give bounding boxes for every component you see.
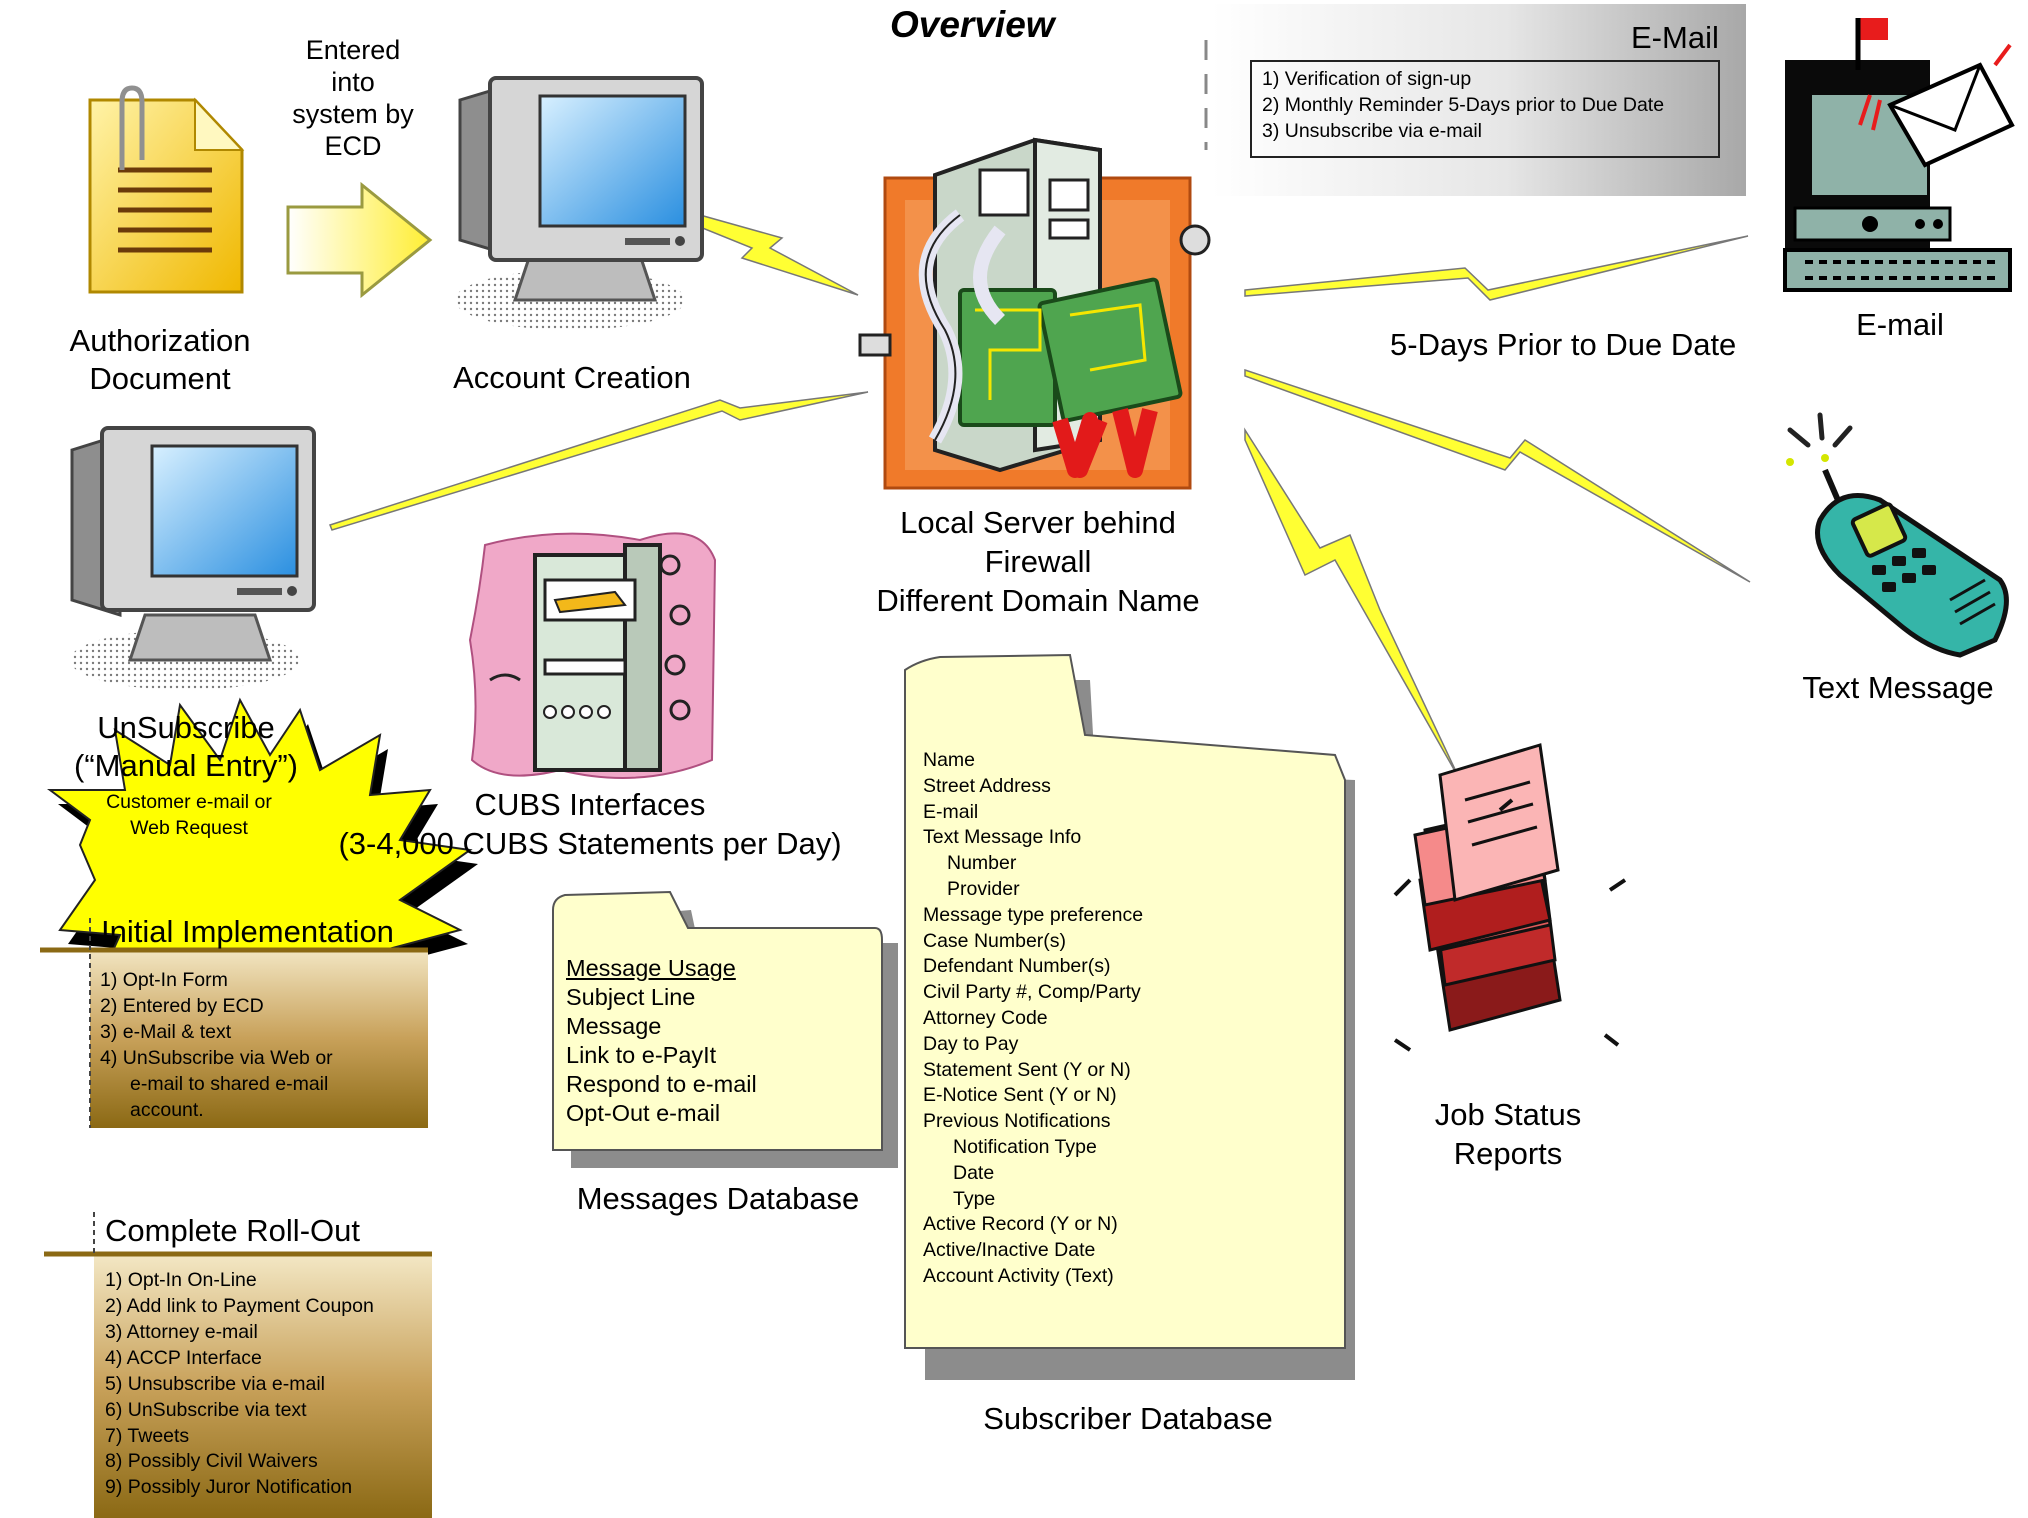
job-status-label: Job Status Reports — [1434, 1097, 1582, 1171]
list-item: E-mail — [923, 800, 979, 823]
monitor-icon-unsubscribe — [70, 426, 316, 690]
server-label: Local Server behind Firewall Different D… — [876, 505, 1200, 618]
email-label: E-mail — [1856, 307, 1944, 342]
entered-label: Entered into system by ECD — [292, 35, 414, 161]
list-item: E-Notice Sent (Y or N) — [923, 1084, 1117, 1107]
email-box-title: E-Mail — [1631, 20, 1719, 55]
list-item: Street Address — [923, 774, 1051, 797]
unsubscribe-label: UnSubscribe (“Manual Entry”) — [74, 710, 298, 783]
arrow-icon — [286, 181, 433, 299]
list-item: 8) Possibly Civil Waivers — [105, 1450, 318, 1473]
monitor-icon-account — [455, 76, 704, 330]
list-item: Previous Notifications — [923, 1110, 1111, 1133]
list-item: Active/Inactive Date — [923, 1239, 1096, 1262]
email-item: 2) Monthly Reminder 5-Days prior to Due … — [1262, 93, 1665, 116]
list-item: Subject Line — [566, 984, 696, 1010]
list-item: Statement Sent (Y or N) — [923, 1058, 1131, 1081]
folder-icon-subscriber — [904, 653, 1355, 1380]
list-item: 1) Opt-In Form — [100, 969, 228, 991]
list-item: 4) ACCP Interface — [105, 1346, 262, 1369]
list-item: Provider — [947, 877, 1020, 900]
list-item: Civil Party #, Comp/Party — [923, 981, 1141, 1004]
page-title: Overview — [890, 4, 1055, 45]
initial-implementation-title: Initial Implementation — [101, 914, 394, 949]
server-icon — [858, 137, 1211, 490]
list-item: Type — [953, 1187, 996, 1210]
rollout-panel — [94, 1255, 432, 1518]
messages-database-label: Messages Database — [576, 1181, 860, 1216]
email-box-list: 1) Verification of sign-up 2) Monthly Re… — [1250, 60, 1720, 158]
list-item: Opt-Out e-mail — [566, 1100, 721, 1126]
folder-icon-messages — [552, 890, 898, 1168]
unsubscribe-sublabel: Customer e-mail or Web Request — [106, 791, 272, 839]
email-box-background — [1212, 4, 1746, 196]
list-item: 4) UnSubscribe via Web or — [100, 1046, 333, 1069]
list-item: Message type preference — [923, 903, 1144, 926]
list-item: Notification Type — [953, 1135, 1097, 1158]
list-item: Date — [953, 1161, 995, 1184]
list-item: Number — [947, 852, 1017, 875]
five-days-label: 5-Days Prior to Due Date — [1390, 327, 1737, 362]
cubs-label: CUBS Interfaces (3-4,000 CUBS Statements… — [338, 787, 842, 861]
initial-implementation-panel — [90, 948, 428, 1128]
list-item: Name — [923, 749, 976, 771]
email-computer-icon — [1783, 18, 2015, 292]
reports-icon — [1393, 743, 1627, 1052]
list-item: Case Number(s) — [923, 929, 1067, 952]
account-creation-label: Account Creation — [453, 360, 691, 395]
list-item: Day to Pay — [923, 1032, 1019, 1055]
authorization-label: Authorization Document — [69, 323, 251, 396]
list-item: Account Activity (Text) — [923, 1264, 1114, 1287]
document-icon — [88, 85, 245, 294]
list-item: 1) Opt-In On-Line — [105, 1269, 257, 1291]
list-item: 7) Tweets — [105, 1424, 190, 1447]
subscriber-database-label: Subscriber Database — [983, 1401, 1273, 1436]
initial-implementation-list: 1) Opt-In Form 2) Entered by ECD 3) e-Ma… — [100, 968, 333, 1124]
rollout-title: Complete Roll-Out — [105, 1213, 360, 1248]
subscriber-folder-content: Name Street Address E-mail Text Message … — [923, 748, 1143, 1290]
cell-phone-icon — [1786, 412, 2009, 658]
list-item: 2) Entered by ECD — [100, 994, 264, 1017]
list-item: Defendant Number(s) — [923, 955, 1111, 978]
list-item: 2) Add link to Payment Coupon — [105, 1294, 374, 1317]
list-item: 9) Possibly Juror Notification — [105, 1476, 353, 1499]
list-item: 3) Attorney e-mail — [105, 1320, 258, 1343]
list-item: Active Record (Y or N) — [923, 1213, 1118, 1236]
list-item: Message — [566, 1013, 662, 1039]
list-item: 3) e-Mail & text — [100, 1020, 232, 1043]
messages-folder-content: Message Usage Subject Line Message Link … — [566, 954, 757, 1128]
email-item: 3) Unsubscribe via e-mail — [1262, 119, 1482, 142]
list-item: Link to e-PayIt — [566, 1042, 717, 1068]
message-usage-header: Message Usage — [566, 955, 736, 981]
email-item: 1) Verification of sign-up — [1262, 68, 1472, 90]
rollout-list: 1) Opt-In On-Line 2) Add link to Payment… — [105, 1268, 374, 1501]
list-item: account. — [130, 1098, 204, 1121]
list-item: Respond to e-mail — [566, 1071, 757, 1097]
list-item: e-mail to shared e-mail — [130, 1072, 329, 1095]
list-item: 6) UnSubscribe via text — [105, 1398, 307, 1421]
lightning-icon — [329, 214, 1751, 781]
text-message-label: Text Message — [1802, 670, 1994, 705]
list-item: Attorney Code — [923, 1006, 1048, 1029]
printer-icon — [468, 532, 717, 779]
list-item: 5) Unsubscribe via e-mail — [105, 1372, 325, 1395]
list-item: Text Message Info — [923, 826, 1082, 849]
